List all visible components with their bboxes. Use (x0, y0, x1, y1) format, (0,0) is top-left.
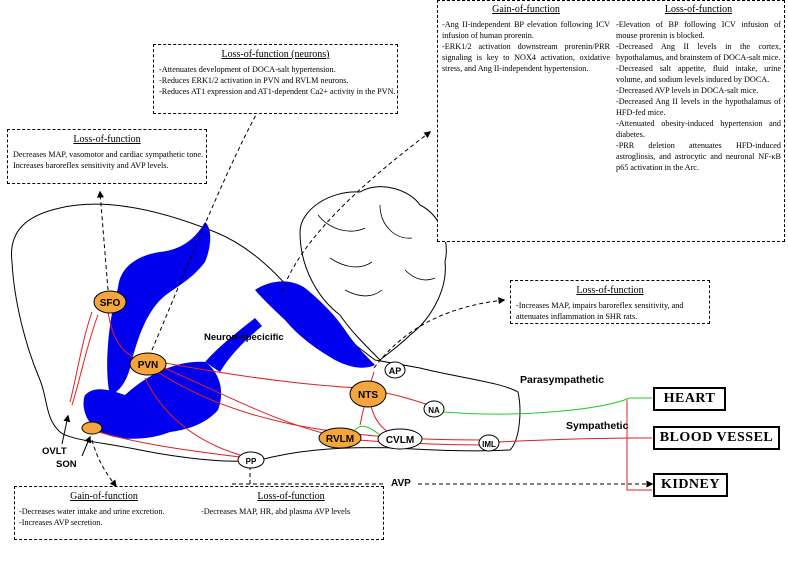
nucleus-cvlm: CVLM (377, 428, 423, 450)
sfo-to-ovlt-a (71, 314, 99, 406)
sfo-lof-line-1: Decreases MAP, vasomotor and cardiac sym… (13, 149, 204, 159)
brain-gof-column: Gain-of-function -Ang II-independent BP … (442, 3, 610, 74)
nts-lof-box: Loss-of-function -Increases MAP, impairs… (510, 280, 710, 324)
brain-lof-title: Loss-of-function (664, 4, 733, 15)
neurons-lof-line-2: -Reduces ERK1/2 activation in PVN and RV… (159, 75, 349, 85)
son-gof-line-2: -Increases AVP secretion. (19, 517, 103, 527)
neurons-lof-box: Loss-of-function (neurons) -Attenuates d… (153, 44, 398, 114)
son-gof-title: Gain-of-function (70, 491, 138, 502)
third-ventricle (83, 361, 222, 439)
son-gof-line-1: -Decreases water intake and urine excret… (19, 506, 165, 516)
neuron-specific-label: Neuron-specicific (204, 332, 284, 343)
cerebellum-folia (317, 204, 436, 297)
dashed-arrows (91, 102, 654, 488)
pvn-arrow (151, 102, 263, 351)
brain-prr-box: Gain-of-function -Ang II-independent BP … (437, 0, 785, 242)
nts-arrow (373, 297, 506, 369)
neurons-lof-line-1: -Attenuates development of DOCA-salt hyp… (159, 64, 336, 74)
svg-text:IML: IML (482, 440, 496, 449)
avp-label: AVP (391, 478, 411, 489)
pvn-to-nts (159, 361, 361, 389)
brain-lof-line-4: -Decreased AVP levels in DOCA-salt mice. (616, 85, 759, 95)
svg-text:RVLM: RVLM (326, 434, 354, 445)
neurons-lof-line-3: -Reduces AT1 expression and AT1-dependen… (159, 86, 396, 96)
iml-to-targets (496, 437, 653, 443)
target-blood-vessel: BLOOD VESSEL (653, 426, 780, 450)
pvn-to-pp (144, 377, 241, 456)
svg-text:SFO: SFO (100, 298, 121, 309)
nucleus-rvlm: RVLM (318, 427, 362, 449)
svg-text:NA: NA (428, 406, 440, 415)
pp-lof-title: Loss-of-function (257, 491, 325, 502)
pvn-to-rvlm (159, 365, 331, 436)
son-label-arrow (81, 435, 92, 457)
brain-lof-line-5: -Decreased Ang II levels in the hypothal… (616, 96, 781, 117)
son-label: SON (56, 459, 77, 470)
ovlt-label: OVLT (42, 446, 67, 457)
sympathetic-trunk (626, 400, 652, 491)
target-kidney: KIDNEY (653, 473, 728, 497)
son-gof-column: Gain-of-function -Decreases water intake… (19, 490, 189, 528)
nucleus-iml: IML (478, 434, 500, 452)
son-to-pp (91, 429, 249, 459)
pvn-to-iml (154, 369, 481, 441)
svg-text:CVLM: CVLM (386, 435, 414, 446)
sfo-arrow (96, 190, 109, 291)
na-to-heart (443, 397, 652, 415)
sfo-lof-box: Loss-of-function Decreases MAP, vasomoto… (7, 129, 207, 184)
parasympathetic-label: Parasympathetic (520, 374, 605, 386)
bottom-box: Gain-of-function -Decreases water intake… (14, 486, 384, 540)
sfo-lof-line-2: Increases baroreflex sensitivity and AVP… (13, 160, 169, 170)
brain-lof-line-6: -Attenuated obesity-induced hypertension… (616, 119, 781, 140)
svg-text:PVN: PVN (138, 360, 159, 371)
label-arrows (61, 414, 92, 457)
brain-gof-line-1: -Ang II-independent BP elevation followi… (442, 19, 610, 40)
svg-text:NTS: NTS (358, 390, 378, 401)
svg-text:AP: AP (389, 366, 402, 376)
neural-pathways (69, 311, 653, 491)
nucleus-sfo: SFO (93, 290, 127, 314)
brain-lof-column: Loss-of-function -Elevation of BP follow… (616, 3, 781, 173)
lateral-ventricle (107, 222, 211, 395)
sympathetic-label: Sympathetic (566, 420, 629, 432)
cerebellum-outline (299, 186, 447, 361)
nucleus-pvn: PVN (129, 352, 167, 376)
pp-lof-line-1: -Decreases MAP, HR, abd plasma AVP level… (201, 506, 351, 516)
nucleus-nts: NTS (349, 380, 387, 408)
svg-text:PP: PP (246, 457, 257, 466)
brain-lof-line-2: -Decreased Ang II levels in the cortex, … (616, 41, 781, 62)
sfo-to-ovlt-b (69, 311, 93, 403)
ovlt-arrow (61, 414, 71, 445)
neuron-specific-arrow (281, 131, 432, 293)
sfo-lof-title: Loss-of-function (73, 134, 141, 145)
brain-gof-title: Gain-of-function (492, 4, 560, 15)
neurons-lof-title: Loss-of-function (neurons) (221, 49, 330, 60)
nts-lof-line-2: attenuates inflammation in SHR rats. (516, 311, 638, 321)
brain-lof-line-3: -Decreased salt appetite, fluid intake, … (616, 63, 781, 84)
nts-lof-title: Loss-of-function (576, 285, 644, 296)
nucleus-na: NA (423, 400, 445, 418)
nucleus-son (81, 421, 103, 435)
son-arrow (91, 439, 117, 488)
brain-lof-line-7: -PRR deletion attenuates HFD-induced ast… (616, 141, 781, 173)
target-heart: HEART (653, 387, 726, 411)
brain-lof-line-1: -Elevation of BP following ICV infusion … (616, 19, 781, 40)
nucleus-ap: AP (384, 361, 406, 379)
fourth-ventricle (255, 281, 375, 368)
aqueduct (205, 318, 262, 372)
nts-lof-line-1: -Increases MAP, impairs baroreflex sensi… (516, 300, 684, 310)
pp-lof-column: Loss-of-function -Decreases MAP, HR, abd… (201, 490, 381, 517)
brain-gof-line-2: -ERK1/2 activation downstream prorenin/P… (442, 41, 610, 73)
nucleus-pp: PP (237, 451, 265, 469)
